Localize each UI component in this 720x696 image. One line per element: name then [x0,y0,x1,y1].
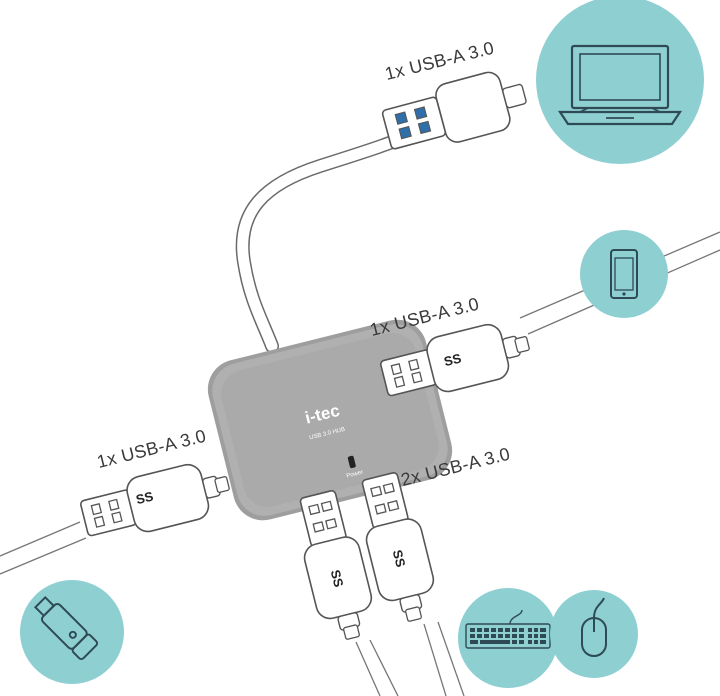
ss-logo-left: SS [134,488,155,507]
ss-logo-bottom-2: SS [390,548,409,569]
usb-flash-drive-icon [20,580,124,684]
smartphone-icon [580,230,668,318]
mouse-icon [550,590,638,678]
power-led [347,455,356,469]
host-usb-plug [381,71,527,150]
keyboard-icon [458,588,558,688]
ss-logo-bottom-1: SS [328,568,347,589]
laptop-icon [536,0,704,164]
ss-logo-right: SS [442,350,463,369]
power-led-label: Power [346,470,364,480]
usb-plug-bottom-1 [289,486,381,646]
